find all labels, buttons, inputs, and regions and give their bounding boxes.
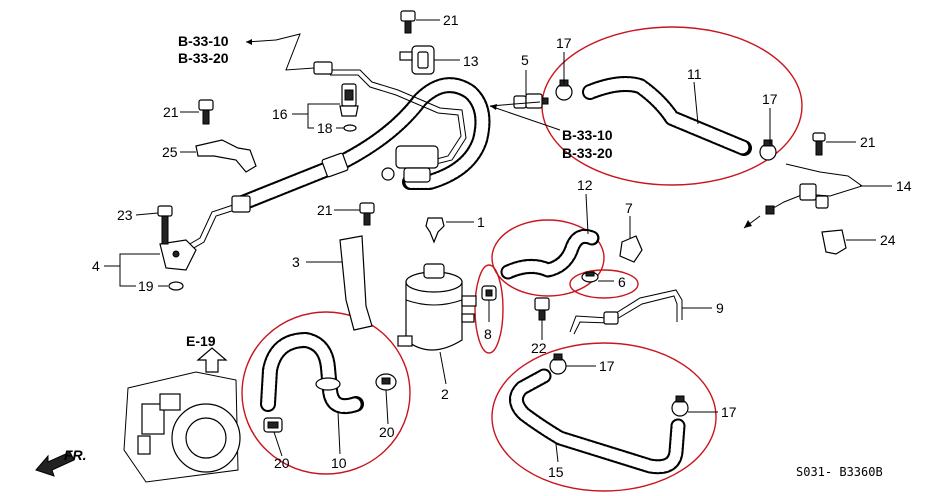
diagram-code: S031- B3360B	[796, 465, 883, 479]
clamp-6	[581, 271, 599, 283]
ref-label-mid-b: B-33-20	[562, 145, 613, 161]
bolt-21-top	[400, 10, 416, 34]
callout-12: 12	[577, 177, 593, 193]
forward-direction-label: FR.	[64, 447, 87, 463]
bracket-25	[195, 139, 257, 173]
callout-16: 16	[272, 106, 288, 122]
highlight-hose-10	[241, 311, 411, 475]
callout-20-b: 20	[379, 424, 395, 440]
clamp-17-c	[549, 353, 567, 375]
callout-14: 14	[896, 178, 912, 194]
clamp-17-d	[671, 395, 689, 417]
callout-8: 8	[484, 326, 492, 342]
highlight-hose-15	[491, 342, 717, 492]
highlight-group	[241, 26, 803, 492]
callout-6: 6	[618, 274, 626, 290]
bolt-21-right	[812, 132, 826, 156]
bolt-21-left	[198, 99, 214, 125]
callout-3: 3	[292, 254, 300, 270]
callout-1: 1	[477, 214, 485, 230]
highlight-clip-8	[474, 264, 504, 354]
leader-lines	[104, 19, 892, 463]
grommet-24	[821, 229, 847, 255]
callout-23: 23	[117, 207, 133, 223]
callout-17-b: 17	[762, 91, 778, 107]
callout-11: 11	[687, 66, 702, 82]
callout-19: 19	[138, 278, 154, 294]
line-14	[765, 163, 864, 215]
hose-crimp-b	[321, 152, 349, 178]
callout-21-mid: 21	[317, 202, 333, 218]
callout-7: 7	[625, 200, 633, 216]
clamp-20-a	[263, 417, 283, 433]
callout-17-d: 17	[721, 404, 737, 420]
highlight-hose-12	[491, 219, 605, 297]
callout-18: 18	[317, 120, 333, 136]
cap-1	[425, 217, 445, 244]
callout-21-top: 21	[443, 12, 459, 28]
callout-21-right: 21	[860, 134, 876, 150]
engine-ref-arrow	[196, 347, 228, 373]
clamp-20-b	[375, 373, 397, 391]
callout-9: 9	[716, 300, 724, 316]
bolt-23	[157, 205, 173, 245]
engine-ref-label: E-19	[186, 333, 216, 349]
power-steering-pump	[123, 371, 241, 483]
highlight-clamp-6	[569, 269, 639, 299]
clip-7	[619, 235, 643, 263]
bolt-22	[534, 297, 550, 321]
clamp-13	[399, 45, 435, 75]
washer-19	[168, 281, 184, 291]
pressure-switch-16	[339, 83, 359, 132]
bolt-21-mid	[359, 202, 375, 226]
bracket-3	[339, 235, 373, 331]
callout-20-a: 20	[274, 455, 290, 471]
ref-label-mid-a: B-33-10	[562, 127, 613, 143]
hose-crimp-a	[231, 195, 251, 213]
ref-label-top-b: B-33-20	[178, 50, 229, 66]
callout-10: 10	[331, 455, 347, 471]
callout-5: 5	[521, 52, 529, 68]
callout-21-left: 21	[163, 104, 179, 120]
callout-13: 13	[463, 53, 479, 69]
clip-8	[481, 285, 497, 301]
ref-label-top-a: B-33-10	[178, 33, 229, 49]
callout-2: 2	[441, 386, 449, 402]
clamp-17-b	[759, 139, 777, 161]
callout-25: 25	[162, 144, 178, 160]
reservoir-2	[397, 263, 477, 351]
callout-4: 4	[92, 258, 100, 274]
fitting-5	[513, 93, 549, 109]
forward-arrow-icon	[35, 451, 75, 477]
callout-15: 15	[548, 464, 564, 480]
callout-17-c: 17	[599, 358, 615, 374]
callout-22: 22	[531, 340, 547, 356]
callout-17-a: 17	[556, 35, 572, 51]
callout-24: 24	[880, 232, 896, 248]
return-pipe-9	[569, 289, 683, 335]
pressure-hose-assembly	[159, 61, 491, 271]
